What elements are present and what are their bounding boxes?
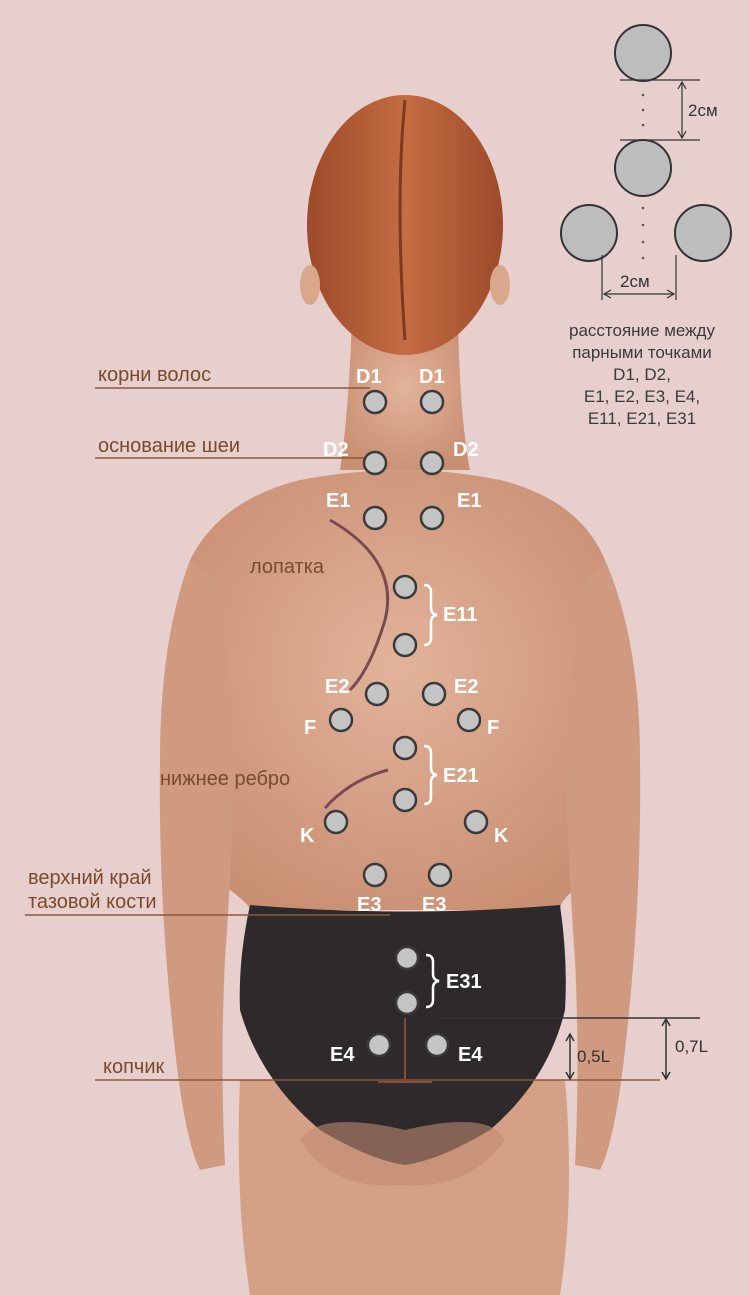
label-e31: E31 [446, 971, 482, 993]
legend-horizontal-spacing: 2см [620, 272, 650, 291]
point-e21-bottom [394, 789, 416, 811]
label-e3-right: E3 [422, 894, 446, 916]
left-ear [300, 265, 320, 305]
point-e11-bottom [394, 634, 416, 656]
label-d1-left: D1 [356, 366, 382, 388]
legend-vertical-spacing: 2см [688, 101, 718, 120]
point-e21-top [394, 737, 416, 759]
label-neck-base: основание шеи [98, 435, 240, 457]
legend-note-line-4: E1, E2, E3, E4, [584, 387, 700, 406]
point-e31-top [396, 947, 418, 969]
legend-note-line-1: расстояние между [569, 321, 715, 340]
point-k-right [465, 811, 487, 833]
label-d1-right: D1 [419, 366, 445, 388]
head-hair [307, 95, 503, 355]
point-e31-bottom [396, 992, 418, 1014]
point-d1-right [421, 391, 443, 413]
label-pelvis-2: тазовой кости [28, 891, 157, 913]
legend-circle-left [561, 205, 617, 261]
label-dim-outer: 0,7L [675, 1037, 708, 1056]
label-e2-right: E2 [454, 676, 478, 698]
point-e4-left [368, 1034, 390, 1056]
legend-circle-right [675, 205, 731, 261]
point-f-right [458, 709, 480, 731]
label-f-right: F [487, 717, 499, 739]
point-d1-left [364, 391, 386, 413]
label-e3-left: E3 [357, 894, 381, 916]
label-e2-left: E2 [325, 676, 349, 698]
label-k-left: K [300, 825, 315, 847]
legend-note-line-3: D1, D2, [613, 365, 671, 384]
label-e1-right: E1 [457, 490, 481, 512]
point-e4-right [426, 1034, 448, 1056]
point-e2-right [423, 683, 445, 705]
label-e4-right: E4 [458, 1044, 483, 1066]
label-e1-left: E1 [326, 490, 350, 512]
legend-note-line-5: E11, E21, E31 [588, 409, 696, 428]
point-e3-left [364, 864, 386, 886]
label-lower-rib: нижнее ребро [160, 768, 290, 790]
legend-note-line-2: парными точками [572, 343, 712, 362]
legend-circle-middle [615, 140, 671, 196]
label-k-right: K [494, 825, 509, 847]
point-d2-right [421, 452, 443, 474]
label-e11: E11 [443, 604, 477, 626]
label-e4-left: E4 [330, 1044, 355, 1066]
label-d2-left: D2 [323, 439, 349, 461]
point-d2-left [364, 452, 386, 474]
label-dim-inner: 0,5L [577, 1047, 610, 1066]
point-f-left [330, 709, 352, 731]
label-pelvis-1: верхний край [28, 867, 152, 889]
legend-circle-top [615, 25, 671, 81]
label-coccyx: копчик [103, 1056, 165, 1078]
point-e3-right [429, 864, 451, 886]
label-shoulder-blade: лопатка [250, 556, 325, 578]
label-f-left: F [304, 717, 316, 739]
right-ear [490, 265, 510, 305]
point-e11-top [394, 576, 416, 598]
point-e1-left [364, 507, 386, 529]
label-hair-roots: корни волос [98, 364, 211, 386]
label-d2-right: D2 [453, 439, 479, 461]
point-k-left [325, 811, 347, 833]
point-e1-right [421, 507, 443, 529]
label-e21: E21 [443, 765, 479, 787]
torso [179, 470, 618, 910]
point-e2-left [366, 683, 388, 705]
